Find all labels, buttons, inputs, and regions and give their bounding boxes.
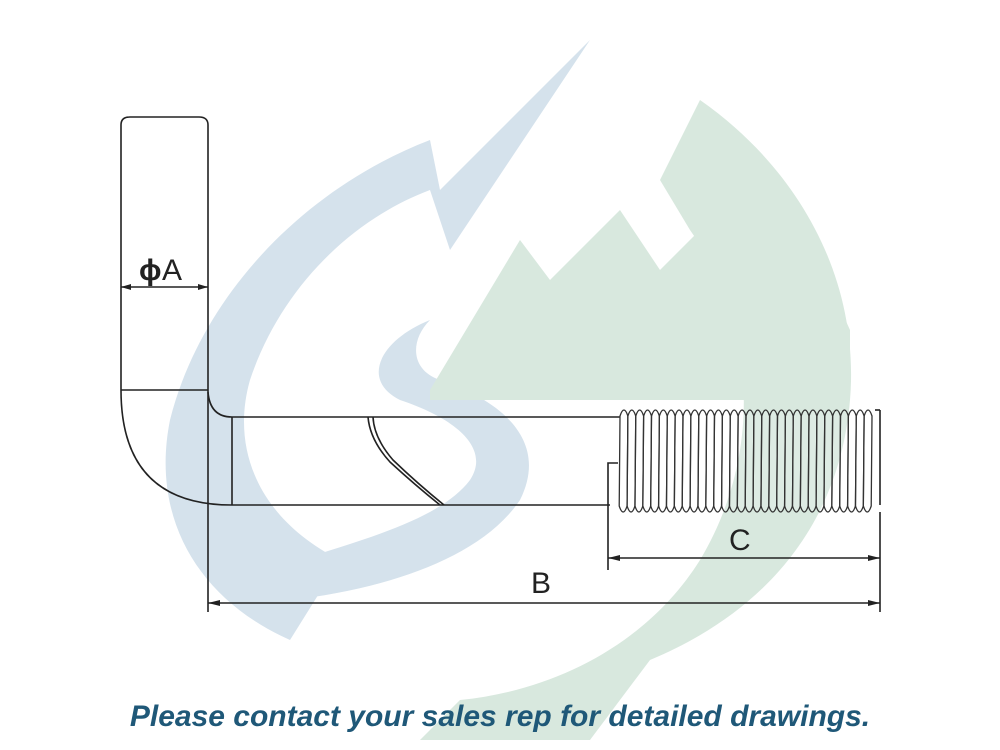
bolt-vertical-leg xyxy=(120,116,209,392)
thread-crest xyxy=(862,409,873,513)
dim-arrows xyxy=(121,284,880,606)
diameter-symbol-label: ϕ xyxy=(139,254,162,287)
watermark-blue-arc xyxy=(165,40,590,640)
bolt-outline xyxy=(120,116,881,612)
dimension-b-label: B xyxy=(531,567,551,600)
watermark-blue-swoosh xyxy=(290,320,529,600)
break-line xyxy=(367,416,441,506)
footer-note: Please contact your sales rep for detail… xyxy=(129,700,871,733)
watermark-green-arc xyxy=(420,100,852,740)
thread-region xyxy=(618,409,873,513)
watermark-mountains xyxy=(430,210,850,400)
dimension-c-label: C xyxy=(729,524,751,557)
bolt-bend xyxy=(120,389,233,506)
watermark-logo xyxy=(165,40,852,740)
dimension-a-label: A xyxy=(162,254,182,287)
